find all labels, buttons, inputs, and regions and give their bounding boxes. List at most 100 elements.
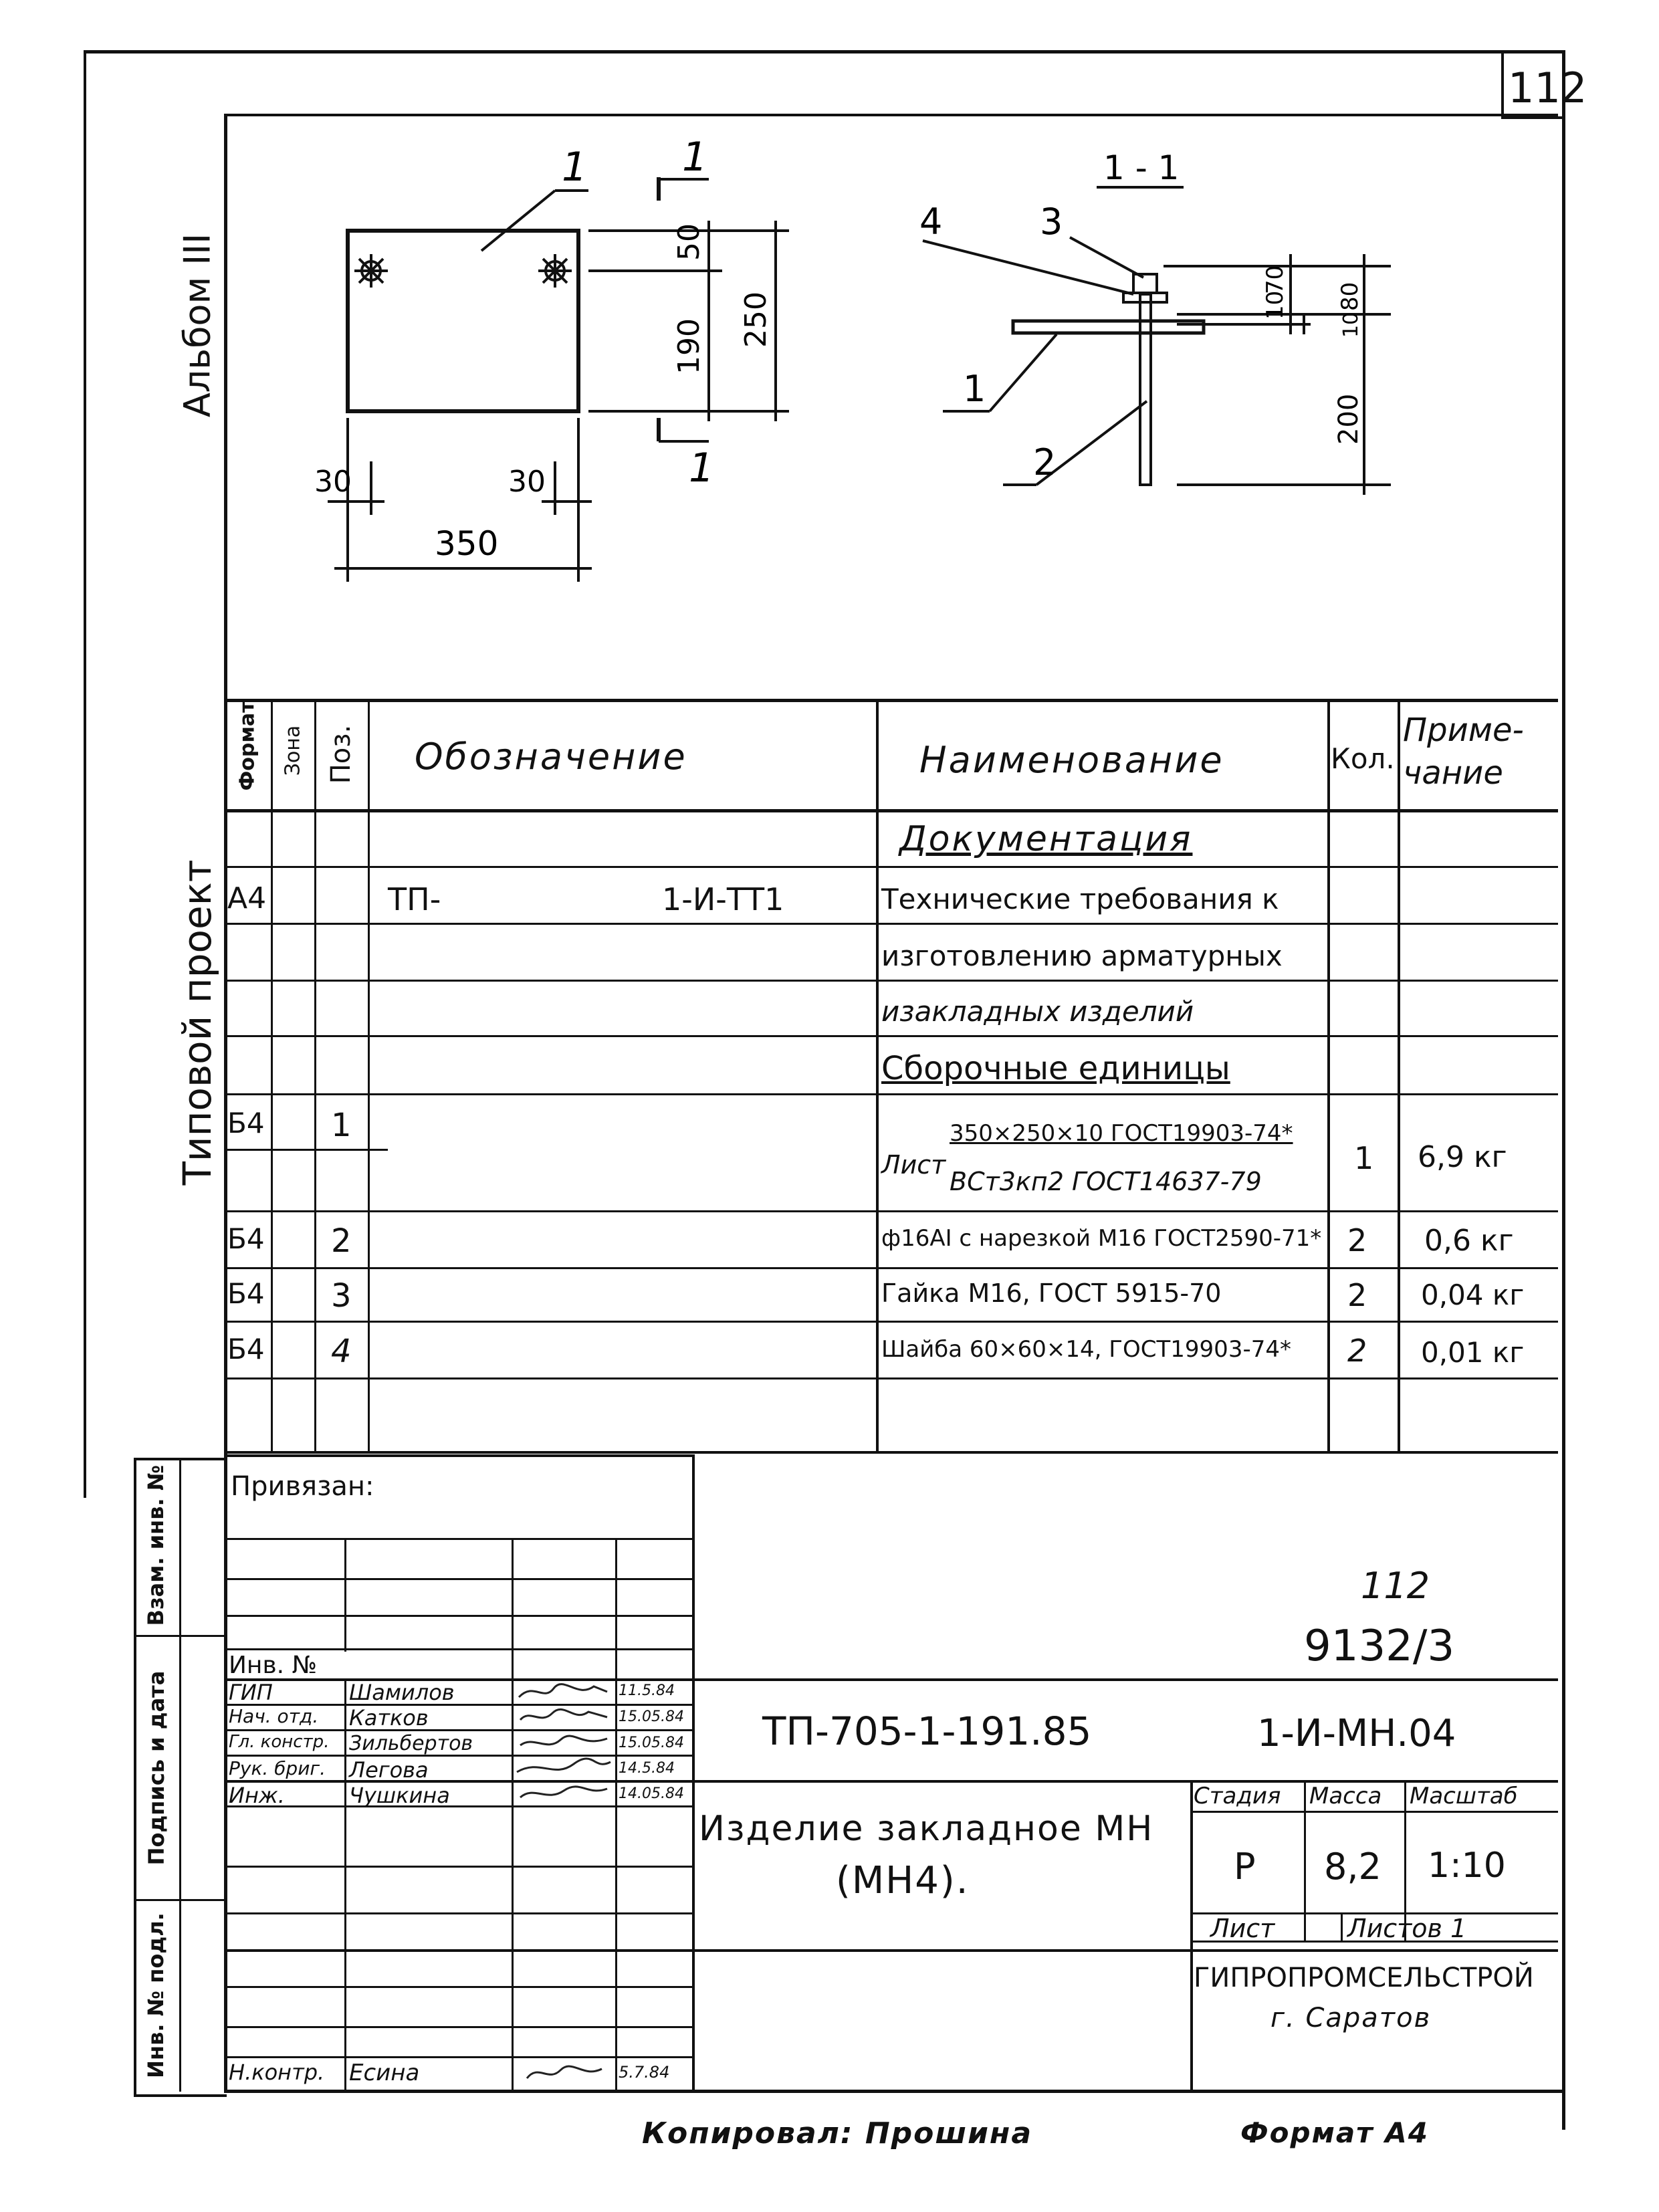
spec-col-line bbox=[368, 699, 370, 1451]
section-label-1: 1 bbox=[963, 368, 986, 410]
project-type-label: Типовой проект bbox=[175, 859, 220, 1186]
row4-name: Шайба 60×60×14, ГОСТ19903-74* bbox=[881, 1336, 1291, 1363]
section-dim-10: 10 bbox=[1262, 291, 1289, 320]
tb-line bbox=[1190, 1912, 1558, 1914]
sig-date-2: 15.05.84 bbox=[619, 1735, 684, 1751]
sig-role-3: Рук. бриг. bbox=[229, 1757, 326, 1779]
tb-vline bbox=[692, 1454, 695, 2092]
spec-col-line bbox=[1398, 699, 1400, 1451]
sig-name-0: Шамилов bbox=[349, 1680, 455, 1705]
row4-format: Б4 bbox=[227, 1333, 265, 1365]
sig-role-0: ГИП bbox=[229, 1680, 273, 1705]
spec-row-line bbox=[224, 1210, 1558, 1212]
footer-copied: Копировал: Прошина bbox=[642, 2116, 1033, 2150]
spec-row-line bbox=[224, 923, 1558, 925]
norm-control-role: Н.контр. bbox=[229, 2060, 325, 2085]
tb-line bbox=[224, 1538, 692, 1540]
row4-note: 0,01 кг bbox=[1421, 1336, 1525, 1369]
sig-role-4: Инж. bbox=[229, 1783, 285, 1808]
project-code: ТП-705-1-191.85 bbox=[762, 1708, 1092, 1754]
sig-name-2: Зильбертов bbox=[349, 1732, 473, 1755]
inner-frame-top bbox=[224, 114, 1558, 116]
row2-format: Б4 bbox=[227, 1222, 265, 1255]
tb-vline bbox=[1304, 1780, 1306, 1941]
sig-role-2: Гл. констр. bbox=[229, 1732, 330, 1752]
norm-control-name: Есина bbox=[349, 2060, 420, 2086]
tb-vline bbox=[512, 1538, 514, 2092]
sig-name-1: Катков bbox=[349, 1705, 429, 1731]
strip-inv-podl: Инв. № подл. bbox=[143, 1912, 169, 2078]
tb-line bbox=[1190, 1941, 1558, 1943]
row2-name: ф16АI с нарезкой М16 ГОСТ2590-71* bbox=[881, 1225, 1322, 1252]
doc-code: 1-И-МН.04 bbox=[1257, 1712, 1456, 1755]
sheet-number-box bbox=[1501, 50, 1565, 119]
frame-top bbox=[84, 50, 1565, 53]
row2-pos: 2 bbox=[331, 1222, 352, 1260]
row4-pos: 4 bbox=[331, 1333, 352, 1370]
tb-line bbox=[224, 1678, 1558, 1681]
tb-line bbox=[224, 1578, 692, 1580]
frame-bottom bbox=[224, 2090, 1563, 2093]
doc-name-line-2: изготовлению арматурных bbox=[881, 939, 1283, 972]
frame-right bbox=[1562, 50, 1565, 2130]
row3-format: Б4 bbox=[227, 1277, 265, 1310]
section-title: 1 - 1 bbox=[1103, 148, 1179, 187]
tb-line bbox=[224, 1949, 1558, 1952]
scale-header: Масштаб bbox=[1410, 1783, 1518, 1809]
sig-date-4: 14.05.84 bbox=[619, 1785, 684, 1802]
tb-vline bbox=[1404, 1780, 1406, 1941]
sig-role-1: Нач. отд. bbox=[229, 1705, 319, 1727]
section-nut bbox=[1132, 273, 1158, 294]
sig-date-3: 14.5.84 bbox=[619, 1760, 675, 1777]
frame-left bbox=[84, 50, 86, 1498]
section-dim-70: 70 bbox=[1262, 265, 1289, 294]
tb-vline bbox=[615, 1538, 617, 2092]
left-strip-row bbox=[134, 1899, 224, 1901]
tb-line bbox=[224, 1780, 1558, 1783]
section-label-4: 4 bbox=[919, 201, 942, 243]
spec-col-line bbox=[314, 699, 316, 1451]
row1-name-top: 350×250×10 ГОСТ19903-74* bbox=[950, 1120, 1293, 1147]
norm-control-date: 5.7.84 bbox=[619, 2063, 670, 2082]
spec-row-line bbox=[224, 980, 1558, 982]
header-designation: Обозначение bbox=[415, 736, 687, 778]
spec-row-line bbox=[224, 1093, 1558, 1095]
row3-qty: 2 bbox=[1347, 1277, 1367, 1313]
section-anchor bbox=[1139, 293, 1152, 486]
left-strip-col bbox=[179, 1458, 181, 2092]
dim-30-right: 30 bbox=[508, 465, 546, 499]
section-label-2: 2 bbox=[1033, 441, 1056, 483]
row1-name-prefix: Лист bbox=[881, 1150, 946, 1180]
norm-control-signature bbox=[526, 2065, 602, 2079]
title-line-1: Изделие закладное МН bbox=[699, 1809, 1154, 1849]
tb-line bbox=[224, 1755, 692, 1757]
plate-plan bbox=[346, 229, 580, 413]
spec-row-line bbox=[224, 1267, 1558, 1269]
tb-vline bbox=[344, 1538, 346, 1652]
section-plate bbox=[1011, 319, 1206, 335]
doc-row-designation-left: ТП- bbox=[388, 881, 441, 917]
row1-name-bottom: ВСт3кп2 ГОСТ14637-79 bbox=[950, 1167, 1262, 1196]
row1-qty: 1 bbox=[1354, 1140, 1374, 1176]
sheets-label: Листов 1 bbox=[1347, 1914, 1467, 1943]
header-pos: Поз. bbox=[326, 724, 356, 784]
tb-line bbox=[224, 1615, 692, 1617]
header-zone: Зона bbox=[281, 725, 305, 776]
section-documentation: Документация bbox=[899, 819, 1193, 859]
header-name: Наименование bbox=[919, 739, 1224, 781]
tb-line bbox=[224, 1704, 692, 1706]
tb-line bbox=[224, 1729, 692, 1731]
spec-row-line bbox=[224, 866, 1558, 868]
stage-value: Р bbox=[1234, 1846, 1256, 1888]
row3-pos: 3 bbox=[331, 1277, 352, 1315]
row1-note: 6,9 кг bbox=[1418, 1140, 1507, 1174]
footer-format: Формат А4 bbox=[1240, 2116, 1429, 2149]
stamp-top: 112 bbox=[1361, 1565, 1430, 1607]
left-strip-row bbox=[134, 1635, 224, 1637]
dim-350: 350 bbox=[435, 524, 498, 563]
row2-qty: 2 bbox=[1347, 1222, 1367, 1258]
row3-name: Гайка М16, ГОСТ 5915-70 bbox=[881, 1279, 1222, 1308]
tb-vline bbox=[1190, 1780, 1193, 2092]
spec-header-line bbox=[224, 809, 1558, 812]
header-note: Приме- чание bbox=[1403, 711, 1524, 792]
